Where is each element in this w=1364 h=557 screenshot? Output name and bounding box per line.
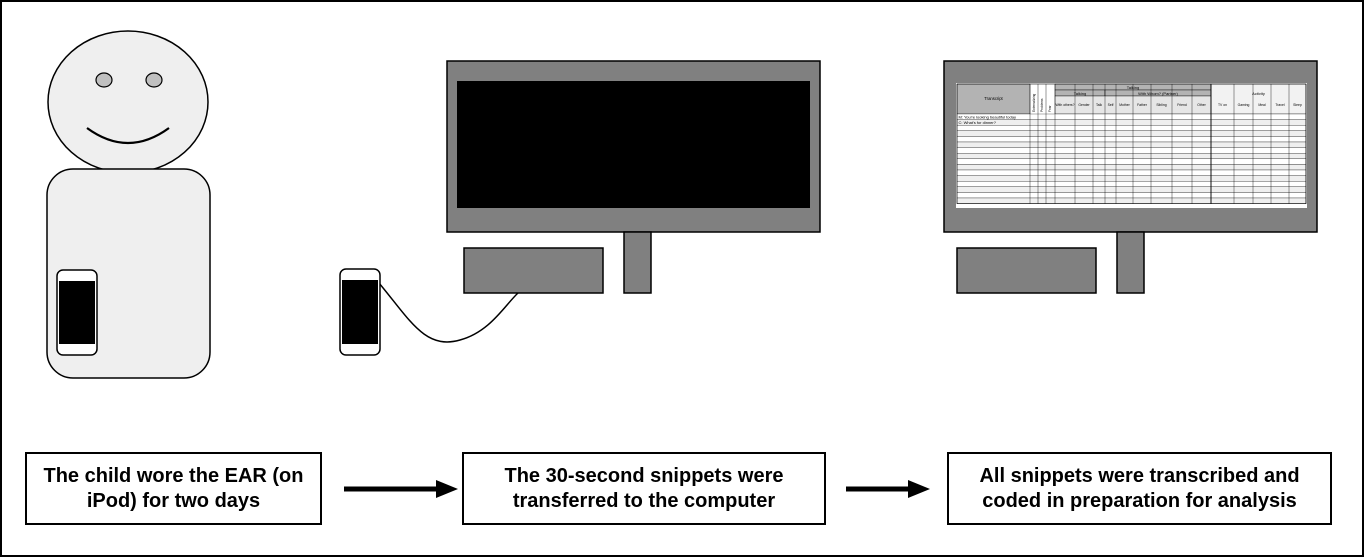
child-figure: [46, 30, 211, 379]
transcript-header-cell: [956, 83, 1031, 115]
keyboard: [463, 247, 604, 294]
spreadsheet-row: [956, 130, 1307, 137]
ipod-connected: [339, 268, 381, 356]
column-header-9: TV on: [1218, 103, 1227, 107]
vertical-header-0: Externalizing: [1032, 94, 1036, 112]
spreadsheet-row: [956, 141, 1307, 148]
monitor-stand: [1116, 231, 1145, 294]
column-header-8: Other: [1197, 103, 1206, 107]
column-header-5: Father: [1137, 103, 1148, 107]
vertical-header-2: Fear: [1048, 105, 1052, 112]
activity-header-label: Activity: [1252, 91, 1265, 96]
talking-sub-header-label: Talking: [1074, 91, 1086, 96]
spreadsheet-row: [956, 197, 1307, 204]
spreadsheet-row: [956, 147, 1307, 154]
spreadsheet-row: [956, 181, 1307, 187]
sync-cable: [378, 282, 519, 343]
monitor-transfer: [446, 60, 821, 294]
column-header-12: Travel: [1275, 103, 1285, 107]
ipod-screen: [59, 281, 95, 344]
with-whom-header-label: With Whom? (Partner): [1138, 91, 1178, 96]
transcript-header-label: Transcript: [984, 96, 1003, 101]
arrow-step-1-to-2: [344, 480, 458, 498]
column-header-1: Gender: [1078, 103, 1090, 107]
spreadsheet-row: [956, 125, 1307, 131]
spreadsheet-row: [956, 186, 1307, 193]
column-header-0: With others?: [1055, 103, 1074, 107]
spreadsheet-row: [956, 175, 1307, 182]
column-header-10: Gaming: [1238, 103, 1250, 107]
spreadsheet-row: [956, 192, 1307, 199]
monitor-screen: [457, 81, 810, 208]
spreadsheet-row: [956, 153, 1307, 159]
caption-step-3: All snippets were transcribed and coded …: [947, 452, 1332, 525]
child-left-eye: [95, 72, 113, 88]
child-right-eye: [145, 72, 163, 88]
ipod-screen: [342, 280, 378, 344]
spreadsheet-row: [956, 164, 1307, 171]
activity-header-cell: [1210, 83, 1307, 115]
column-header-3: Self: [1108, 103, 1114, 107]
column-header-4: Mother: [1119, 103, 1130, 107]
spreadsheet-row: [956, 158, 1307, 165]
child-smile: [86, 127, 170, 145]
column-header-6: Sibling: [1156, 103, 1166, 107]
transcript-row-1: C: What's for dinner?: [959, 120, 997, 125]
child-head: [47, 30, 209, 174]
transcript-row-0: M: You're looking beautiful today: [959, 114, 1016, 119]
spreadsheet-row: [956, 136, 1307, 143]
ipod-on-child: [56, 269, 98, 356]
vertical-header-1: Problems: [1040, 98, 1044, 112]
caption-step-1: The child wore the EAR (on iPod) for two…: [25, 452, 322, 525]
column-header-2: Talk: [1096, 103, 1102, 107]
spreadsheet-row: [956, 169, 1307, 176]
monitor-stand: [623, 231, 652, 294]
spreadsheet-row: [956, 119, 1307, 126]
column-header-13: Sleep: [1293, 103, 1302, 107]
arrow-step-2-to-3: [846, 480, 930, 498]
column-header-11: Meal: [1258, 103, 1266, 107]
column-header-7: Friend: [1177, 103, 1187, 107]
caption-step-2: The 30-second snippets were transferred …: [462, 452, 826, 525]
keyboard: [956, 247, 1097, 294]
spreadsheet-outline: [956, 83, 1307, 204]
